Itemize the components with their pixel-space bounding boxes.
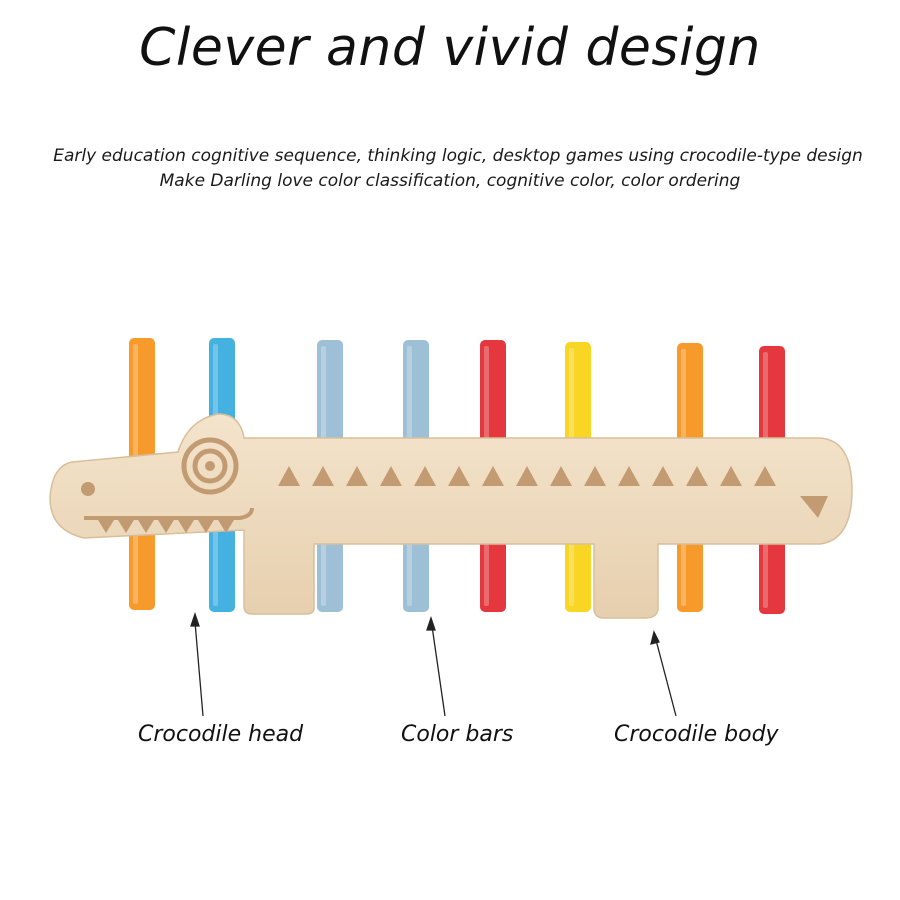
crocodile-nostril xyxy=(81,482,95,496)
crocodile-spike xyxy=(686,466,708,486)
label-crocodile-head: Crocodile head xyxy=(138,722,304,747)
crocodile-spike xyxy=(584,466,606,486)
crocodile-tooth xyxy=(138,520,154,533)
crocodile-spike xyxy=(754,466,776,486)
crocodile-spike xyxy=(516,466,538,486)
crocodile-spike xyxy=(720,466,742,486)
crocodile-mouth-line xyxy=(84,507,254,520)
subtitle-line-2: Make Darling love color classification, … xyxy=(159,171,741,191)
crocodile-silhouette xyxy=(49,413,853,619)
crocodile-teeth xyxy=(84,507,254,533)
crocodile-spike xyxy=(652,466,674,486)
label-color-bars: Color bars xyxy=(401,722,514,747)
crocodile-tooth xyxy=(198,520,214,533)
subtitle-line-1: Early education cognitive sequence, thin… xyxy=(53,146,863,166)
label-crocodile-body: Crocodile body xyxy=(614,722,779,747)
crocodile-body xyxy=(49,413,853,619)
arrow-head-tip xyxy=(190,611,200,627)
arrow-bars-tip xyxy=(426,615,436,631)
arrow-head-line xyxy=(194,621,204,717)
crocodile-tail-triangle xyxy=(800,496,828,518)
arrow-body-line xyxy=(655,639,677,717)
crocodile-spike xyxy=(312,466,334,486)
crocodile-spike xyxy=(380,466,402,486)
crocodile-tooth xyxy=(158,520,174,533)
crocodile-spike xyxy=(618,466,640,486)
crocodile-pupil xyxy=(205,461,215,471)
crocodile-eye-inner-ring xyxy=(192,448,228,484)
page-title: Clever and vivid design xyxy=(139,18,761,78)
crocodile-spike xyxy=(278,466,300,486)
crocodile-spike xyxy=(482,466,504,486)
crocodile-eye xyxy=(181,437,239,495)
crocodile-tooth xyxy=(218,520,234,533)
crocodile-spike xyxy=(550,466,572,486)
crocodile-spike xyxy=(346,466,368,486)
crocodile-tooth xyxy=(98,520,114,533)
crocodile-tooth xyxy=(178,520,194,533)
crocodile-back-spikes xyxy=(278,466,776,486)
arrow-body-tip xyxy=(650,630,660,645)
crocodile-spike xyxy=(448,466,470,486)
arrow-bars-line xyxy=(431,625,446,717)
label-arrows xyxy=(190,611,677,717)
crocodile-spike xyxy=(414,466,436,486)
crocodile-tooth xyxy=(118,520,134,533)
